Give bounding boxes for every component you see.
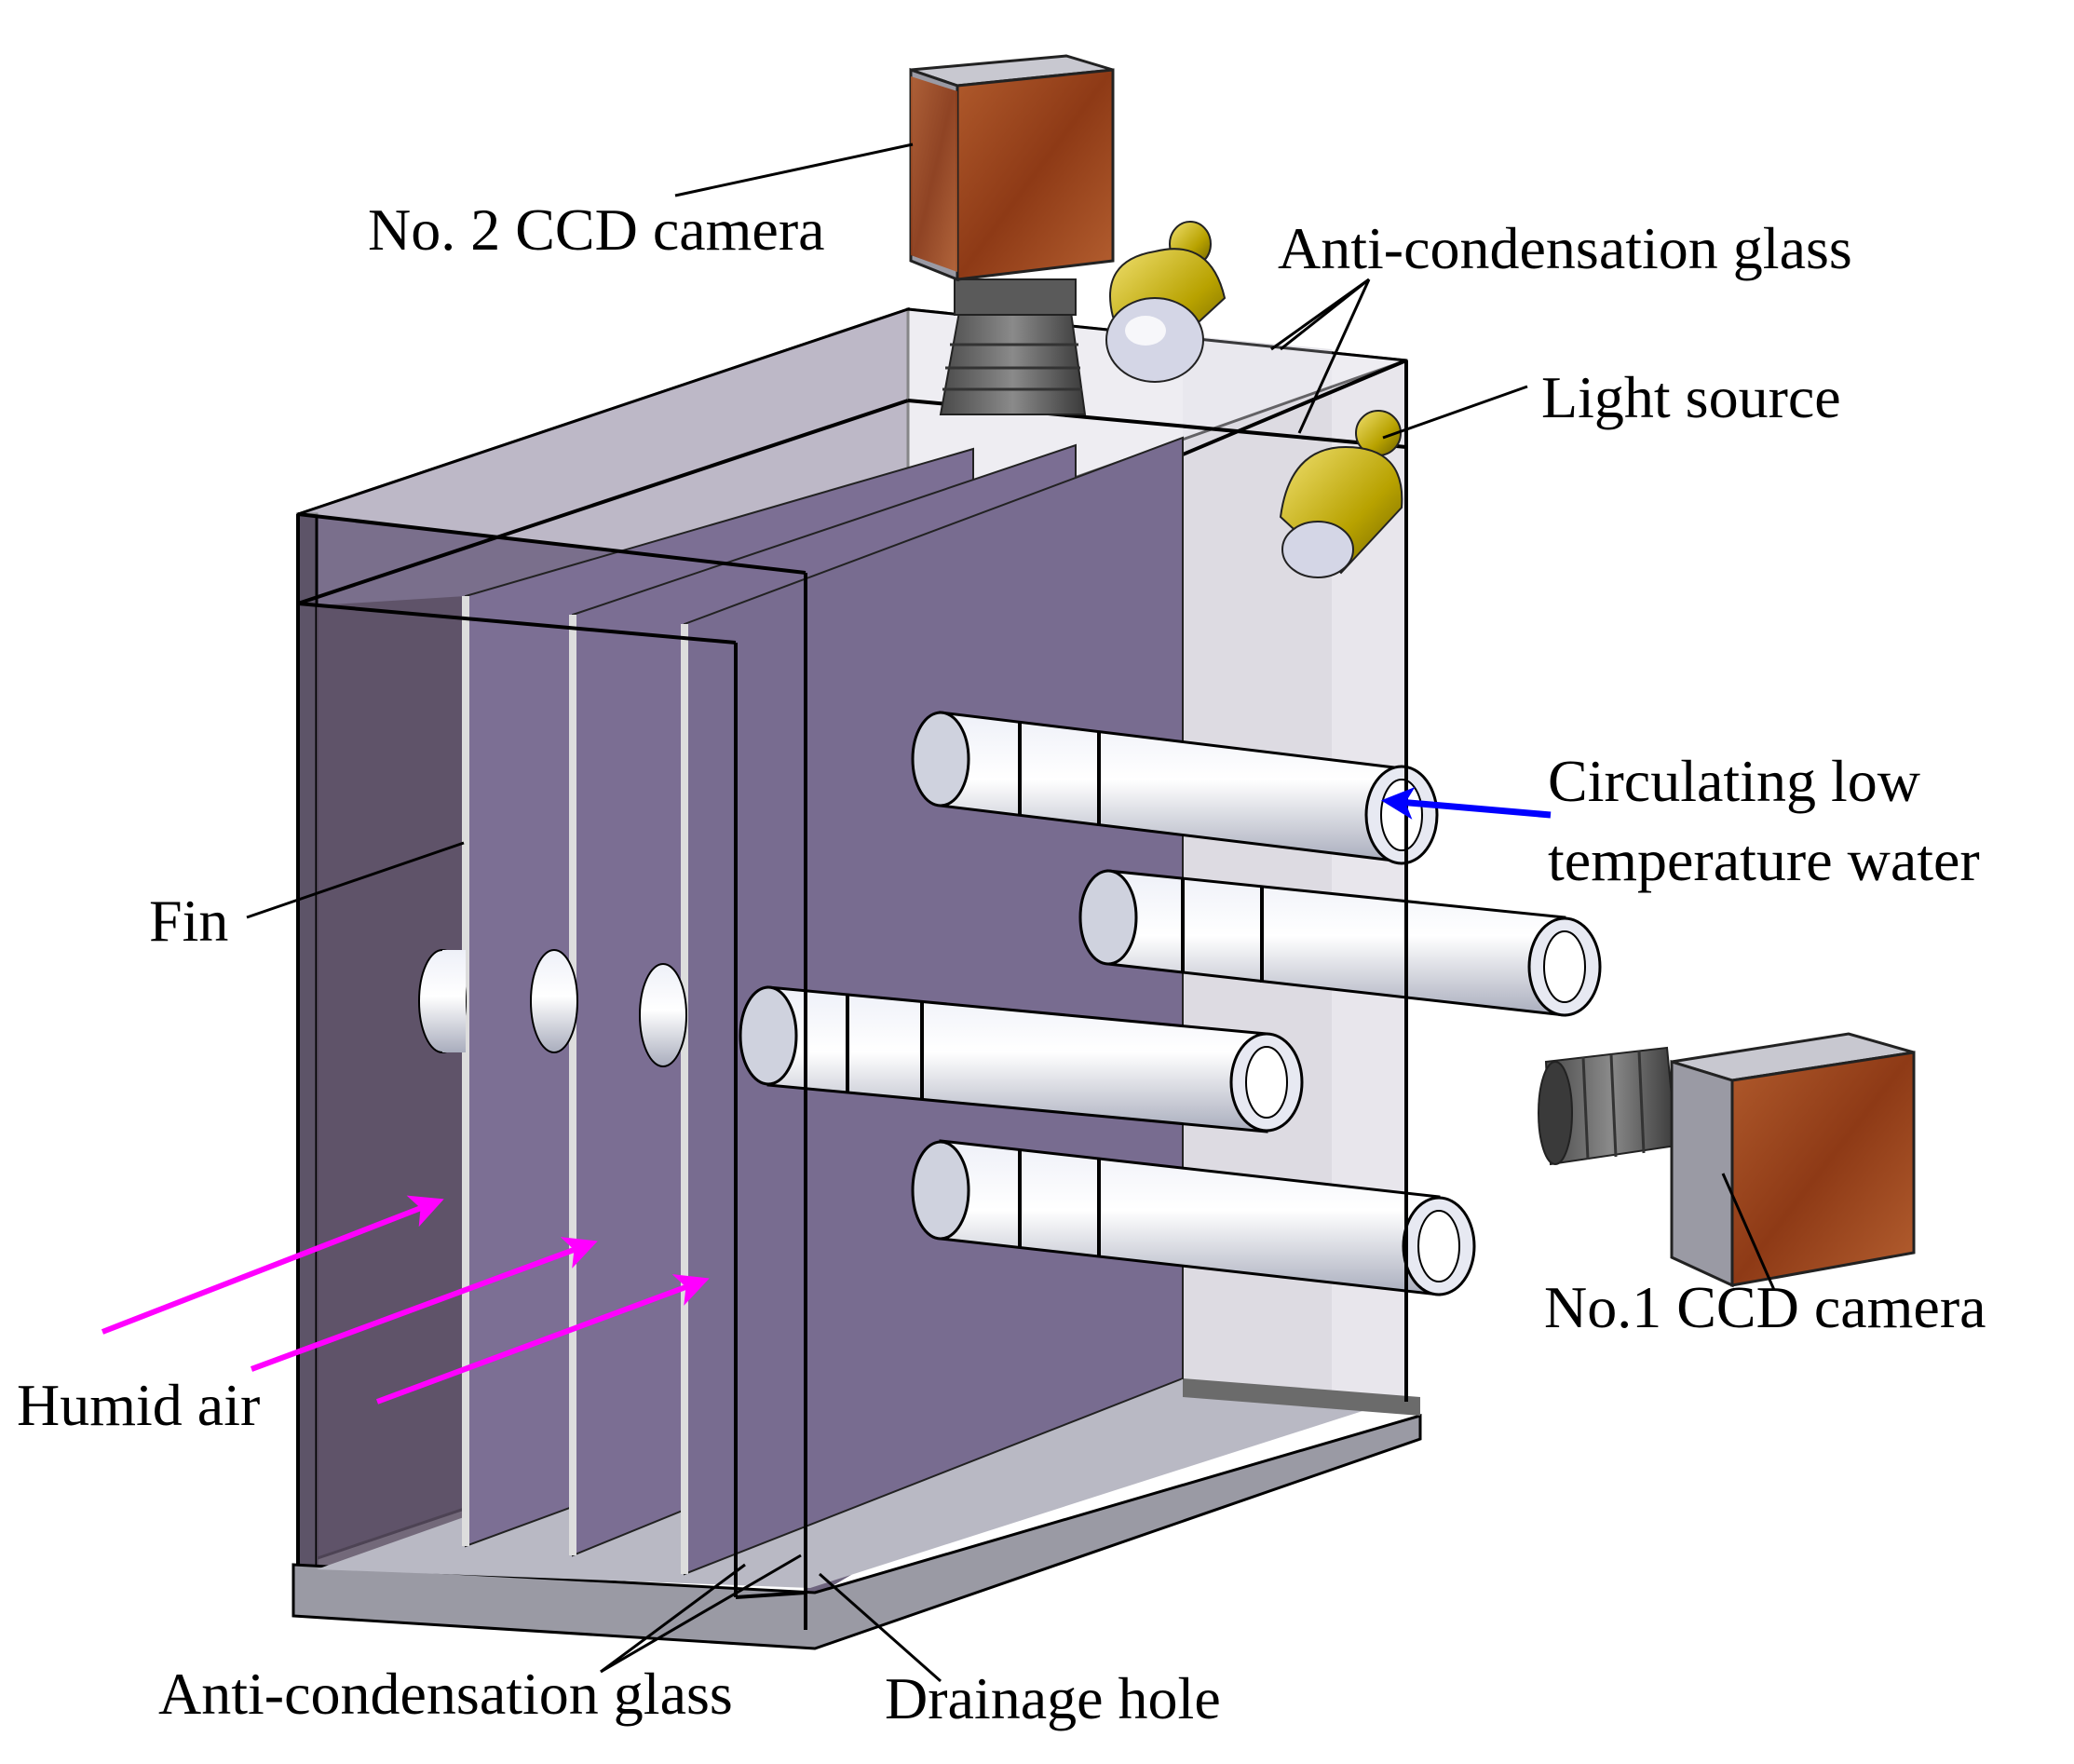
label-water-line1: Circulating low (1548, 748, 1920, 814)
tube-stub (639, 963, 687, 1067)
camera-mount (954, 278, 1077, 316)
label-fin: Fin (149, 888, 228, 954)
camera-body (956, 68, 1115, 281)
tube-lower-left (739, 985, 1304, 1133)
label-glass-top: Anti-condensation glass (1278, 215, 1852, 281)
tube-stubs (418, 949, 687, 1067)
camera-lens (939, 311, 1087, 415)
humid-air-arrows (101, 1195, 710, 1404)
tube-stub (530, 949, 578, 1053)
bottom-tray (291, 1413, 1422, 1650)
humid-air-arrow (101, 1195, 444, 1335)
ccd-camera-1 (1538, 1032, 1916, 1288)
label-humid-air: Humid air (17, 1372, 260, 1438)
tubes (739, 711, 1602, 1296)
tube-upper (911, 711, 1439, 865)
light-source-top (1105, 221, 1227, 383)
leader-lines (246, 142, 1776, 1683)
humid-air-arrow (375, 1274, 710, 1404)
camera-body (1730, 1051, 1916, 1287)
left-inner-wall (317, 596, 466, 1574)
label-glass-bottom: Anti-condensation glass (158, 1661, 733, 1727)
label-camera2: No. 2 CCD camera (368, 197, 825, 263)
humid-air-arrow (250, 1237, 598, 1372)
water-inlet-arrow (1381, 786, 1552, 820)
tube-upper-right (1078, 869, 1602, 1017)
label-water-line2: temperature water (1548, 827, 1980, 893)
light-source-side (1279, 410, 1403, 578)
label-drainage-hole: Drainage hole (885, 1665, 1221, 1731)
front-glass (296, 360, 1408, 1630)
label-light-source: Light source (1541, 364, 1841, 430)
bottom-right-tray (1183, 1378, 1420, 1416)
tube-stub (442, 950, 466, 1052)
light-bulb-lens (1281, 521, 1354, 578)
label-camera1: No.1 CCD camera (1544, 1274, 1986, 1340)
tube-lower (911, 1139, 1476, 1296)
left-end-wall (296, 512, 319, 1577)
ccd-camera-2 (909, 54, 1115, 415)
